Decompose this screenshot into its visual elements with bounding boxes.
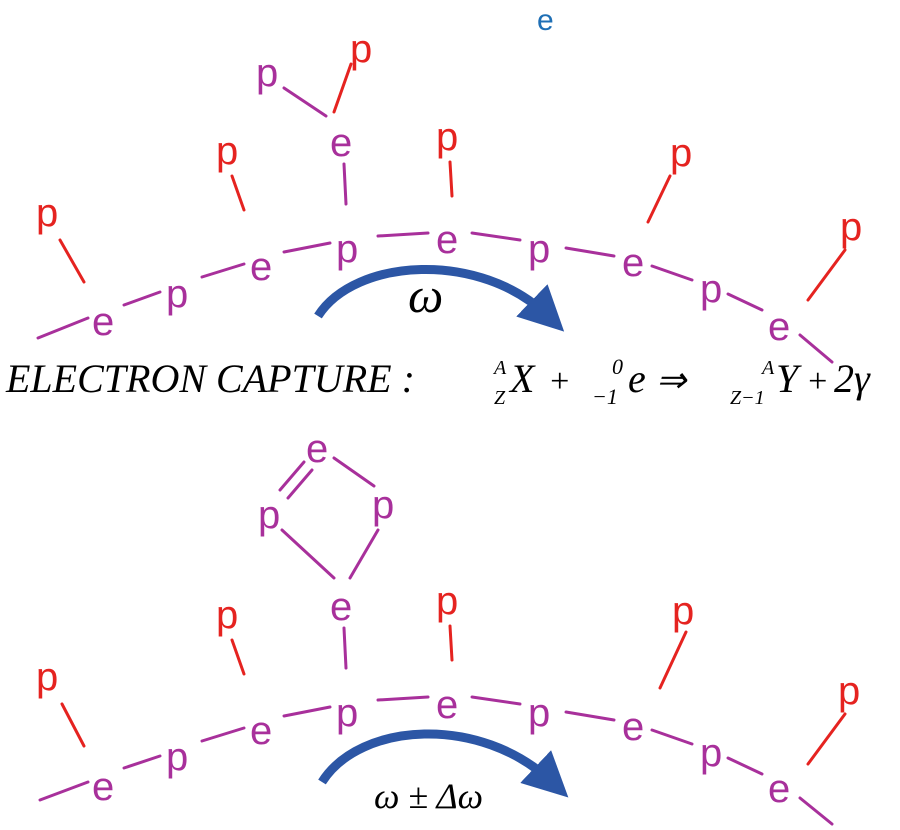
bottom-rotation-symbol: ω ± Δω bbox=[374, 776, 483, 816]
electron-capture-equation: ELECTRON CAPTURE : A Z X + 0 −1 e ⇒ A Z−… bbox=[5, 354, 871, 409]
bottom-ring-atom: p bbox=[258, 493, 280, 537]
parent-atomic-number: Z bbox=[494, 387, 506, 409]
bottom-side-atom: p bbox=[36, 655, 58, 699]
bottom-side-atom: p bbox=[672, 589, 694, 633]
top-side-atom: p bbox=[436, 115, 458, 159]
bottom-ring-atom: p bbox=[372, 483, 394, 527]
bottom-side-atom: e bbox=[330, 585, 352, 629]
top-branch-atom: p bbox=[256, 51, 278, 95]
bottom-chain-atom: p bbox=[700, 731, 722, 775]
top-chain-bonds bbox=[36, 231, 834, 364]
top-chain-atom: p bbox=[528, 227, 550, 271]
free-electron-label: e bbox=[537, 4, 554, 37]
bottom-chain-atom: e bbox=[768, 767, 790, 811]
daughter-symbol: Y bbox=[776, 356, 802, 401]
top-side-atom: p bbox=[216, 129, 238, 173]
bottom-side-atom: p bbox=[436, 579, 458, 623]
bottom-chain-atom: p bbox=[336, 691, 358, 735]
top-chain-atom: e bbox=[436, 218, 458, 262]
bottom-chain-atom: e bbox=[92, 765, 114, 809]
top-branch-atoms: p p bbox=[256, 27, 372, 95]
top-rotation-symbol: ω bbox=[408, 267, 443, 323]
top-chain-atom: p bbox=[166, 272, 188, 316]
top-side-atom: e bbox=[330, 121, 352, 165]
bottom-chain-atoms: e p e p e p e p e bbox=[92, 683, 790, 811]
bottom-chain-bonds bbox=[38, 695, 834, 826]
plus-sign: + bbox=[806, 363, 829, 400]
bottom-side-atom: p bbox=[838, 669, 860, 713]
parent-mass-number: A bbox=[492, 357, 507, 379]
bottom-ring-atoms: e p p bbox=[258, 427, 394, 537]
top-chain-atom: e bbox=[250, 245, 272, 289]
bottom-chain-atom: e bbox=[622, 705, 644, 749]
top-side-atom: p bbox=[36, 191, 58, 235]
bottom-chain-atom: p bbox=[528, 691, 550, 735]
top-chain-atom: e bbox=[92, 300, 114, 344]
top-chain-atoms: e p e p e p e p e bbox=[92, 218, 790, 349]
top-branch-atom: p bbox=[350, 27, 372, 71]
top-side-atoms: p p e p p p bbox=[36, 115, 862, 249]
plus-sign: + bbox=[548, 363, 571, 400]
bottom-side-bonds bbox=[60, 624, 847, 766]
bottom-ring-bonds bbox=[278, 456, 380, 670]
bottom-rotation-arrow bbox=[318, 729, 569, 798]
electron-mass-number: 0 bbox=[612, 354, 623, 379]
bottom-chain-atom: e bbox=[436, 683, 458, 727]
bottom-ring-atom: e bbox=[306, 427, 328, 471]
bottom-side-atoms: p p e p p p bbox=[36, 579, 860, 713]
yields-arrow: ⇒ bbox=[656, 360, 688, 400]
bottom-chain-atom: e bbox=[250, 709, 272, 753]
top-rotation-arrow bbox=[314, 264, 565, 332]
electron-charge-number: −1 bbox=[592, 384, 618, 409]
top-chain-atom: p bbox=[336, 227, 358, 271]
equation-label: ELECTRON CAPTURE : bbox=[5, 356, 415, 401]
top-side-atom: p bbox=[670, 131, 692, 175]
electron-symbol: e bbox=[628, 356, 646, 401]
daughter-atomic-number: Z−1 bbox=[730, 387, 765, 409]
top-side-atom: p bbox=[840, 205, 862, 249]
parent-symbol: X bbox=[508, 356, 536, 401]
bottom-chain-atom: p bbox=[166, 735, 188, 779]
gamma-term: 2γ bbox=[834, 356, 871, 401]
bottom-molecule: e p e p e p e p e p p e p p p e p p ω ± … bbox=[36, 427, 860, 826]
bottom-side-atom: p bbox=[216, 593, 238, 637]
top-chain-atom: e bbox=[622, 241, 644, 285]
top-chain-atom: p bbox=[700, 267, 722, 311]
top-side-bonds bbox=[58, 62, 847, 302]
daughter-mass-number: A bbox=[760, 357, 775, 379]
top-chain-atom: e bbox=[768, 305, 790, 349]
top-molecule: e p e p e p e p e p p e p p p p p ω bbox=[36, 27, 862, 364]
